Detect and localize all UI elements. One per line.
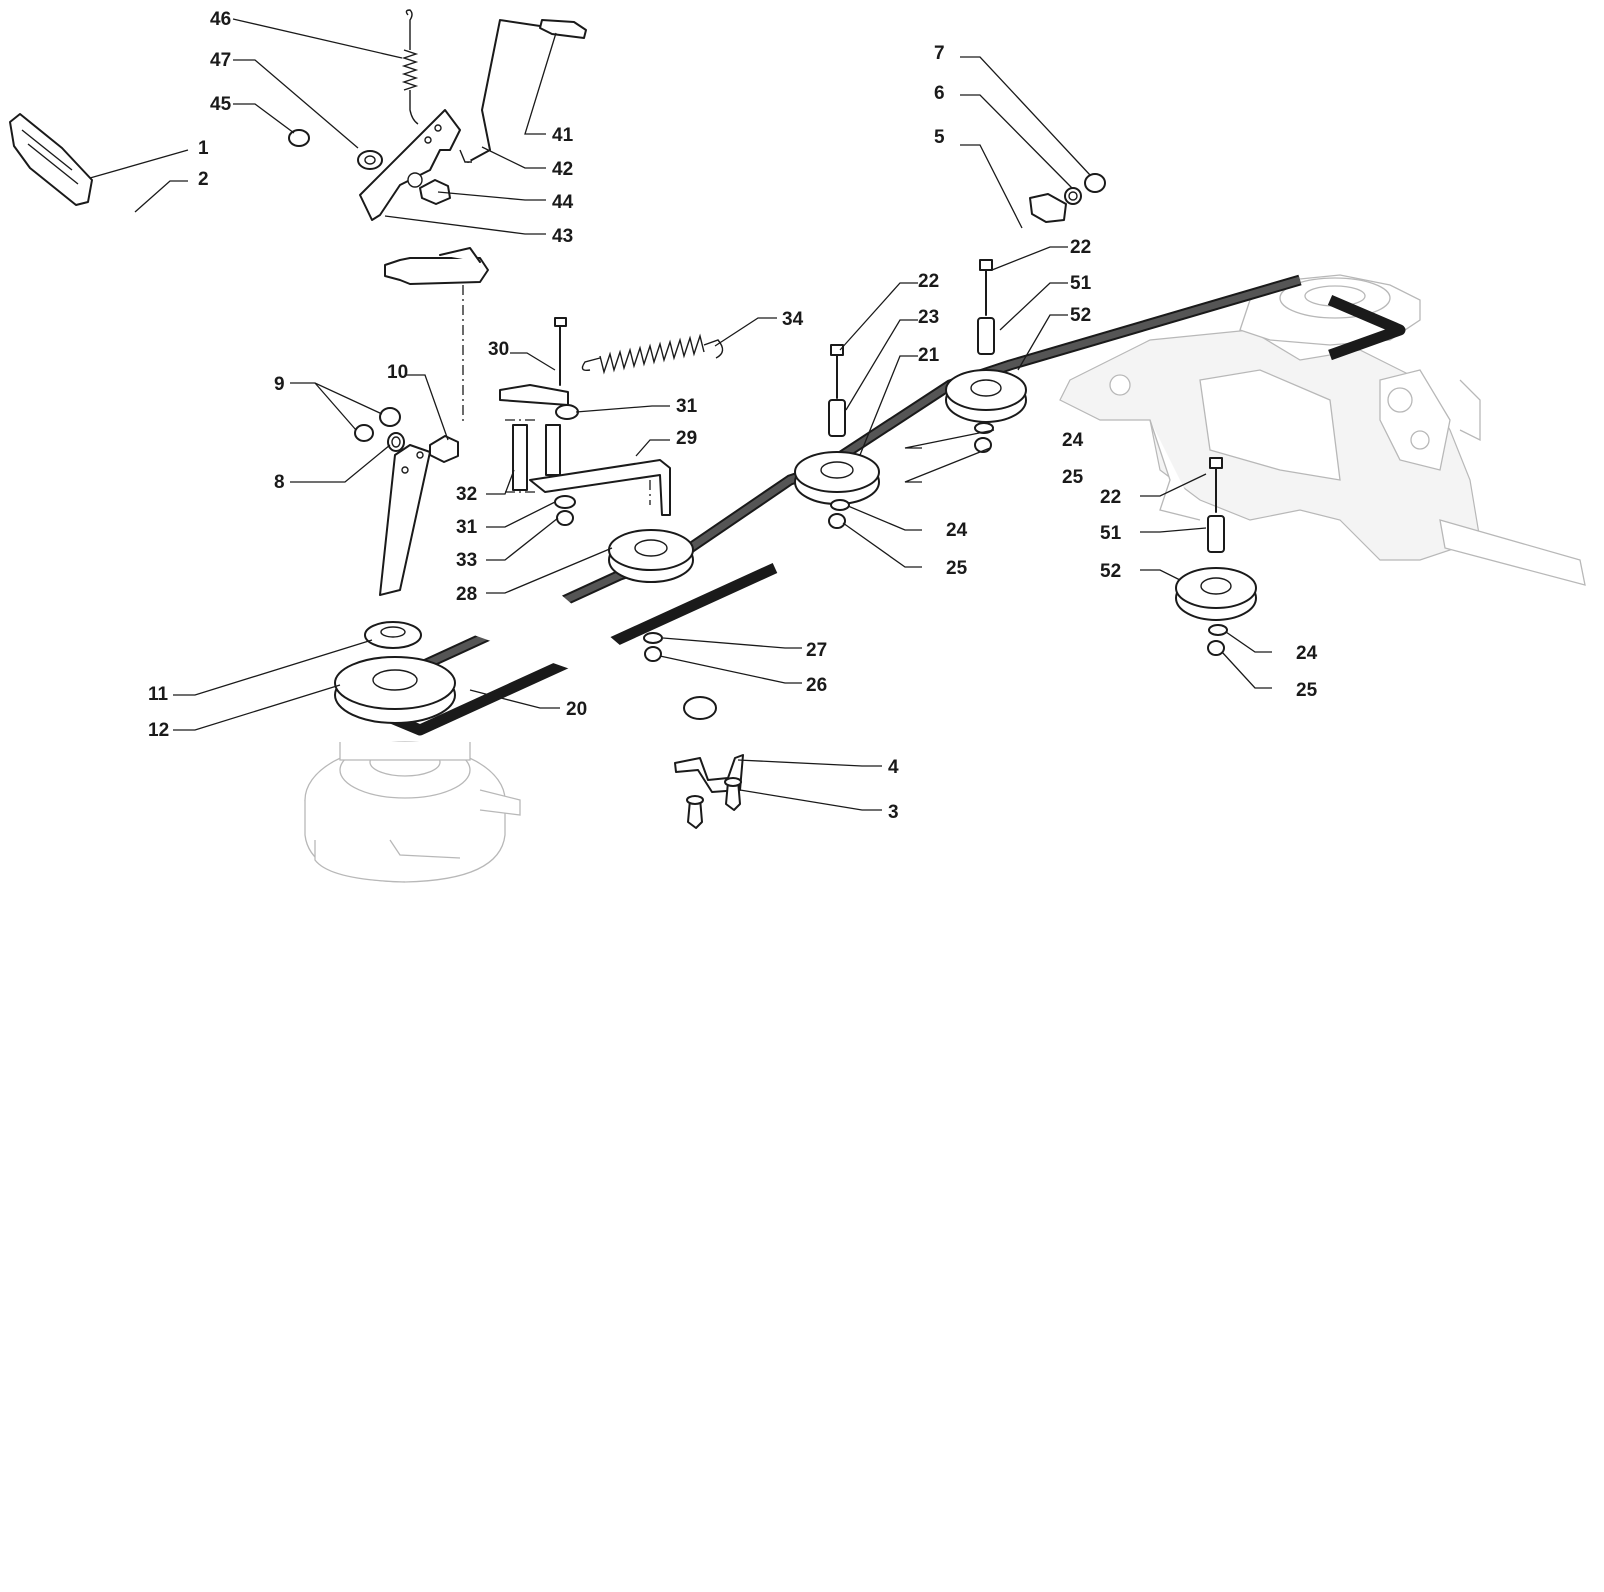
callout-24-c: 24 <box>1296 643 1318 664</box>
pulley-12 <box>334 621 456 724</box>
callout-34: 34 <box>782 309 804 330</box>
callout-33: 33 <box>456 550 477 571</box>
callout-25-b: 25 <box>946 558 968 579</box>
callout-32: 32 <box>456 484 477 505</box>
callout-51-a: 51 <box>1070 273 1092 294</box>
spring-46 <box>401 9 419 125</box>
pulley-21 <box>794 344 880 505</box>
callout-43: 43 <box>552 226 573 247</box>
callout-labels: 46 47 45 1 2 41 42 44 43 7 6 5 22 51 52 … <box>148 9 1318 823</box>
clutch-ghost <box>304 741 521 883</box>
callout-21: 21 <box>918 345 940 366</box>
screws-3 <box>686 777 742 829</box>
callout-1: 1 <box>198 138 209 159</box>
callout-7: 7 <box>934 43 945 64</box>
callout-52-b: 52 <box>1100 561 1121 582</box>
callout-27: 27 <box>806 640 827 661</box>
callout-12: 12 <box>148 720 169 741</box>
callout-46: 46 <box>210 9 231 30</box>
small-parts-upper <box>288 129 1106 205</box>
pulley-52b <box>1175 457 1257 621</box>
transaxle-ghost <box>1059 274 1586 586</box>
pedal-shaft <box>82 199 717 720</box>
callout-3: 3 <box>888 802 899 823</box>
idler-arm <box>499 317 671 526</box>
callout-26: 26 <box>806 675 827 696</box>
callout-4: 4 <box>888 757 899 778</box>
callout-22-c: 22 <box>1100 487 1121 508</box>
callout-29: 29 <box>676 428 697 449</box>
pulley-28 <box>608 529 694 583</box>
callout-2: 2 <box>198 169 209 190</box>
control-rod <box>384 193 1067 285</box>
rod-41-42 <box>459 19 587 163</box>
callout-44: 44 <box>552 192 574 213</box>
callout-22-a: 22 <box>1070 237 1091 258</box>
callout-41: 41 <box>552 125 574 146</box>
leader-lines <box>89 18 1272 811</box>
callout-24-b: 24 <box>946 520 968 541</box>
callout-31-b: 31 <box>456 517 478 538</box>
callout-42: 42 <box>552 159 573 180</box>
callout-25-c: 25 <box>1296 680 1318 701</box>
small-hardware <box>354 407 1228 662</box>
callout-45: 45 <box>210 94 232 115</box>
callout-47: 47 <box>210 50 231 71</box>
spring-34 <box>581 333 724 375</box>
callout-51-b: 51 <box>1100 523 1122 544</box>
callout-23: 23 <box>918 307 939 328</box>
callout-6: 6 <box>934 83 945 104</box>
callout-20: 20 <box>566 699 587 720</box>
pedal-pad <box>9 113 93 206</box>
callout-22-b: 22 <box>918 271 939 292</box>
callout-28: 28 <box>456 584 477 605</box>
callout-5: 5 <box>934 127 945 148</box>
callout-10: 10 <box>387 362 408 383</box>
pulley-52a <box>945 259 1027 423</box>
callout-31-a: 31 <box>676 396 698 417</box>
lever-plate <box>359 109 461 221</box>
callout-8: 8 <box>274 472 285 493</box>
callout-25-a: 25 <box>1062 467 1084 488</box>
callout-30: 30 <box>488 339 509 360</box>
callout-11: 11 <box>148 684 169 705</box>
callout-24-a: 24 <box>1062 430 1084 451</box>
callout-9: 9 <box>274 374 285 395</box>
callout-52-a: 52 <box>1070 305 1091 326</box>
